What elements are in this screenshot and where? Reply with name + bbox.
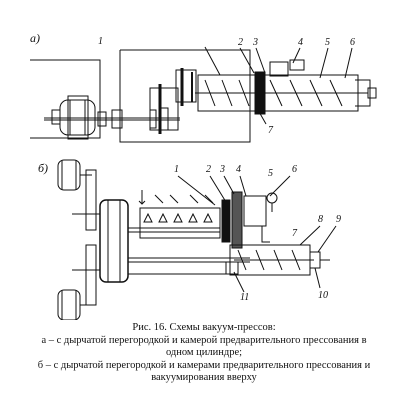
large-pulley-b xyxy=(99,199,129,283)
caption-line-b1: б – с дырчатой перегородкой и камерами п… xyxy=(37,359,371,371)
callout-b-8: 8 xyxy=(318,214,323,225)
caption-line-a2: одном цилиндре; xyxy=(165,347,243,358)
upper-press-b xyxy=(128,190,221,239)
belt-drive-b xyxy=(72,169,100,306)
caption-title: Рис. 16. Схемы вакуум-прессов: xyxy=(132,322,276,333)
schematic-b xyxy=(57,159,337,320)
callout-b-7: 7 xyxy=(292,228,298,239)
figure-caption: Рис. 16. Схемы вакуум-прессов: а – с дыр… xyxy=(10,322,398,385)
caption-line-b2: вакуумирования вверху xyxy=(151,372,257,383)
schematic-a xyxy=(30,46,377,143)
callout-a-3: 3 xyxy=(252,37,258,48)
lower-press-b xyxy=(128,244,330,276)
callout-b-10: 10 xyxy=(318,290,328,301)
motor-b-top xyxy=(57,159,92,191)
callout-a-7: 7 xyxy=(268,125,274,136)
callout-b-6: 6 xyxy=(292,164,297,175)
callout-a-5: 5 xyxy=(325,37,330,48)
callout-a-4: 4 xyxy=(298,37,303,48)
perforated-partition-a xyxy=(254,71,266,115)
callout-b-9: 9 xyxy=(336,214,341,225)
vacuum-chamber-a xyxy=(269,61,289,77)
callout-a-2: 2 xyxy=(238,37,243,48)
callout-b-4: 4 xyxy=(236,164,241,175)
vacuum-press-schematics: а) 1 2 3 4 5 6 7 xyxy=(30,31,377,320)
callout-a-6: 6 xyxy=(350,37,355,48)
drive-shaft-a xyxy=(44,107,180,131)
part-a-label: а) xyxy=(30,31,40,45)
callout-b-2: 2 xyxy=(206,164,211,175)
callout-b-1: 1 xyxy=(174,164,179,175)
callout-b-3: 3 xyxy=(219,164,225,175)
callout-b-11: 11 xyxy=(240,292,249,303)
gearbox-a xyxy=(149,68,197,134)
perforated-partition-b xyxy=(221,191,243,249)
caption-line-a1: а – с дырчатой перегородкой и камерой пр… xyxy=(41,334,367,346)
callout-a-1: 1 xyxy=(98,36,103,47)
lower-gearing-b xyxy=(128,261,239,275)
part-b-label: б) xyxy=(38,161,48,175)
vacuum-chamber-b xyxy=(243,192,278,243)
press-barrel-a xyxy=(195,59,377,115)
callout-b-5: 5 xyxy=(268,168,273,179)
